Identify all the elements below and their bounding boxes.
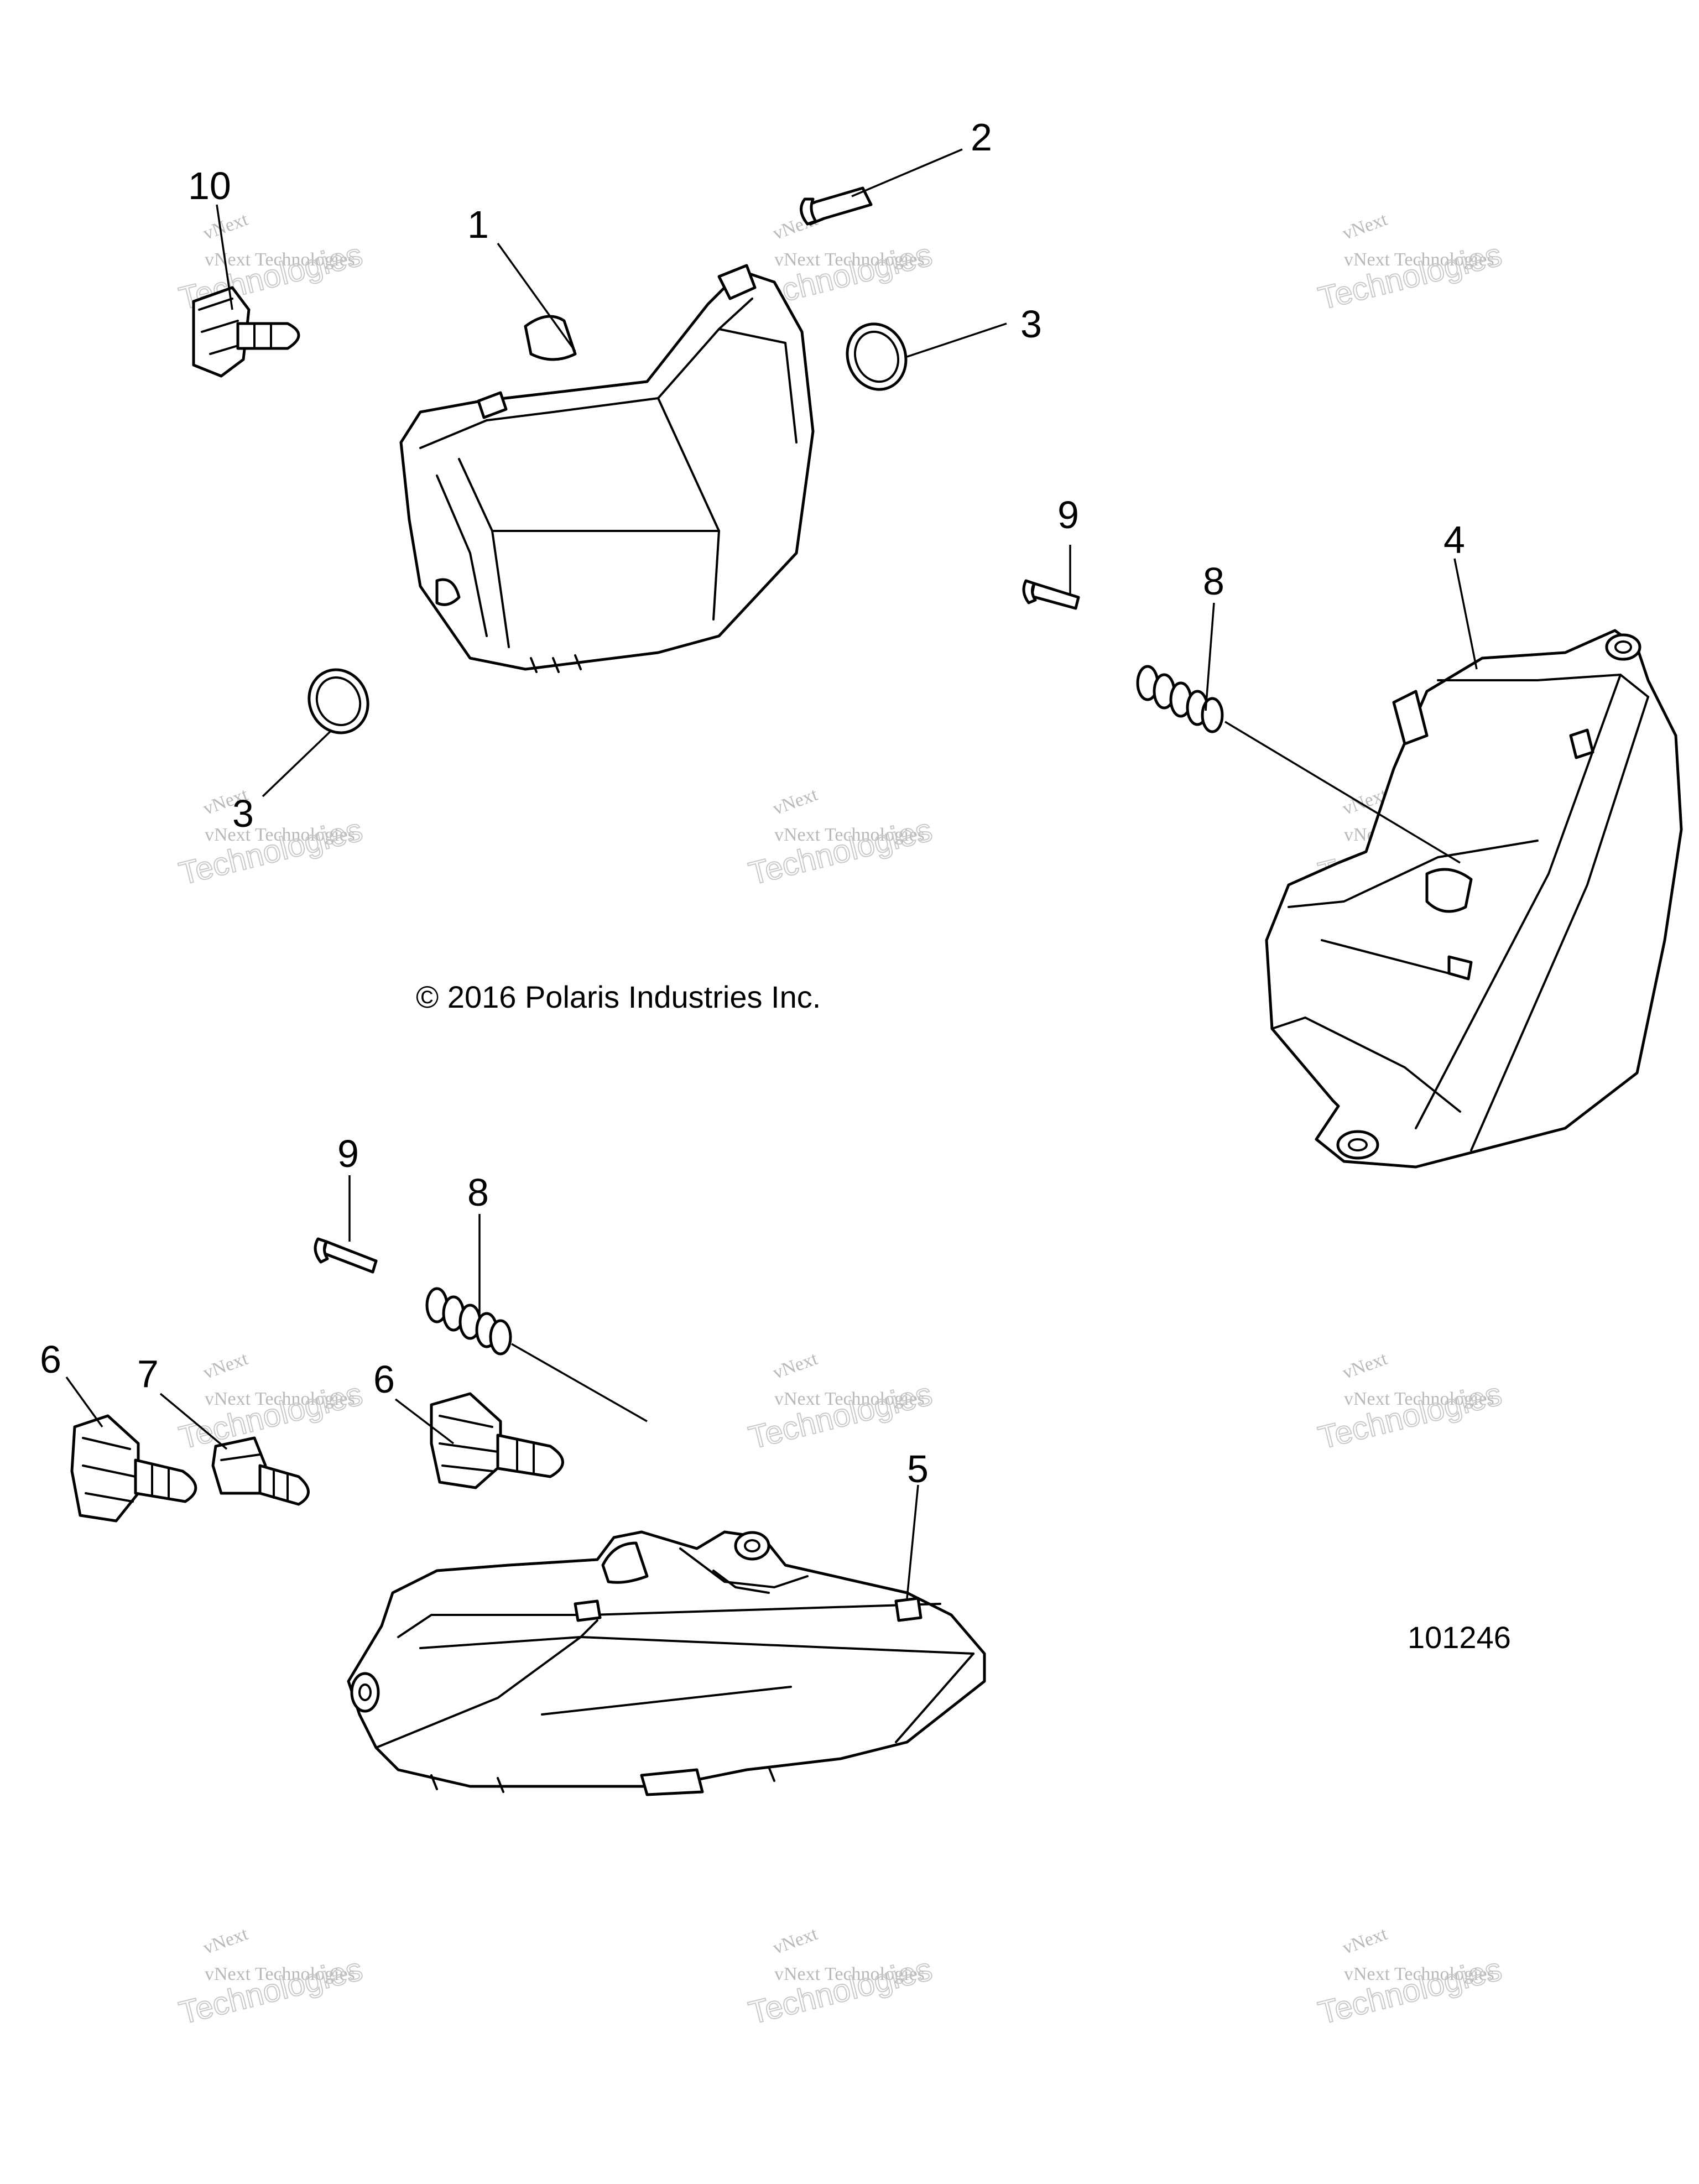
callout-8-upper: 8 <box>1203 560 1224 603</box>
callout-2: 2 <box>971 116 992 159</box>
callout-6-center: 6 <box>373 1358 395 1401</box>
copyright-notice: © 2016 Polaris Industries Inc. <box>416 979 821 1014</box>
part-1-headlamp-housing <box>399 264 815 673</box>
svg-text:vNext Technologies: vNext Technologies <box>205 825 355 845</box>
part-3-o-ring-lower <box>308 668 369 734</box>
svg-text:vNext Technologies: vNext Technologies <box>774 825 925 845</box>
part-6-bulb-left <box>70 1414 197 1523</box>
svg-text:Technologies: Technologies <box>1315 1951 1505 2031</box>
svg-text:vNext Technologies: vNext Technologies <box>205 249 355 270</box>
svg-text:Technologies: Technologies <box>175 1376 366 1456</box>
callout-9-upper: 9 <box>1057 493 1079 536</box>
callout-1: 1 <box>467 203 489 246</box>
svg-text:vNext: vNext <box>770 1924 820 1958</box>
callout-10: 10 <box>188 164 231 207</box>
part-8-spring-lower <box>425 1287 512 1356</box>
callout-3-lower: 3 <box>232 792 254 835</box>
svg-text:vNext Technologies: vNext Technologies <box>774 1389 925 1409</box>
watermark: vNext vNext Technologies Technologies <box>744 1348 936 1457</box>
callout-7: 7 <box>137 1352 159 1395</box>
part-9-pin-upper <box>1022 579 1080 610</box>
svg-text:vNext: vNext <box>200 209 251 244</box>
svg-text:vNext: vNext <box>1340 1348 1390 1383</box>
watermark: vNext vNext Technologies Technologies <box>1314 1348 1505 1457</box>
watermark: vNext vNext Technologies Technologies <box>175 1348 366 1457</box>
svg-text:vNext Technologies: vNext Technologies <box>1344 1389 1494 1409</box>
svg-text:vNext: vNext <box>1340 1924 1390 1958</box>
part-5-headlamp-lower <box>347 1530 986 1796</box>
leader-lines <box>65 148 1478 1599</box>
part-2-pin <box>800 186 873 226</box>
callout-5: 5 <box>907 1447 929 1490</box>
part-4-headlamp-right <box>1265 629 1683 1169</box>
watermark: vNext vNext Technologies Technologies <box>744 1924 936 2032</box>
svg-text:Technologies: Technologies <box>745 1376 935 1456</box>
svg-text:vNext: vNext <box>200 1348 251 1383</box>
callout-8-lower: 8 <box>467 1171 489 1214</box>
callouts: 10 1 2 3 3 9 8 4 9 8 6 7 6 5 <box>40 116 1465 1490</box>
watermark: vNext vNext Technologies Technologies <box>744 784 936 893</box>
callout-4: 4 <box>1443 518 1465 561</box>
svg-text:vNext Technologies: vNext Technologies <box>205 1964 355 1984</box>
svg-text:vNext Technologies: vNext Technologies <box>774 1964 925 1984</box>
callout-3-upper: 3 <box>1020 303 1042 346</box>
svg-text:vNext: vNext <box>1340 209 1390 244</box>
diagram-id: 101246 <box>1408 1620 1511 1655</box>
svg-text:Technologies: Technologies <box>745 1951 935 2031</box>
part-9-pin-lower <box>314 1237 378 1274</box>
svg-text:vNext Technologies: vNext Technologies <box>774 249 925 270</box>
part-7-small-bulb <box>211 1436 310 1506</box>
watermark: vNext vNext Technologies Technologies <box>175 784 366 893</box>
svg-text:Technologies: Technologies <box>745 812 935 892</box>
part-6-bulb-center <box>430 1392 564 1489</box>
svg-text:vNext Technologies: vNext Technologies <box>1344 249 1494 270</box>
svg-text:vNext: vNext <box>770 1348 820 1383</box>
svg-text:Technologies: Technologies <box>175 812 366 892</box>
svg-text:vNext Technologies: vNext Technologies <box>205 1389 355 1409</box>
callout-6-left: 6 <box>40 1338 61 1381</box>
part-8-spring-upper <box>1136 665 1224 733</box>
svg-text:Technologies: Technologies <box>1315 1376 1505 1456</box>
svg-text:vNext: vNext <box>200 1924 251 1958</box>
callout-9-lower: 9 <box>337 1132 359 1175</box>
watermark: vNext vNext Technologies Technologies <box>175 1924 366 2032</box>
watermark: vNext vNext Technologies Technologies <box>1314 209 1505 317</box>
svg-text:Technologies: Technologies <box>1315 237 1505 317</box>
watermark: vNext vNext Technologies Technologies <box>1314 1924 1505 2032</box>
svg-text:vNext: vNext <box>770 784 820 819</box>
svg-text:vNext Technologies: vNext Technologies <box>1344 1964 1494 1984</box>
svg-text:Technologies: Technologies <box>175 1951 366 2031</box>
part-3-o-ring-upper <box>846 322 908 391</box>
part-10-bulb-socket <box>192 286 300 378</box>
